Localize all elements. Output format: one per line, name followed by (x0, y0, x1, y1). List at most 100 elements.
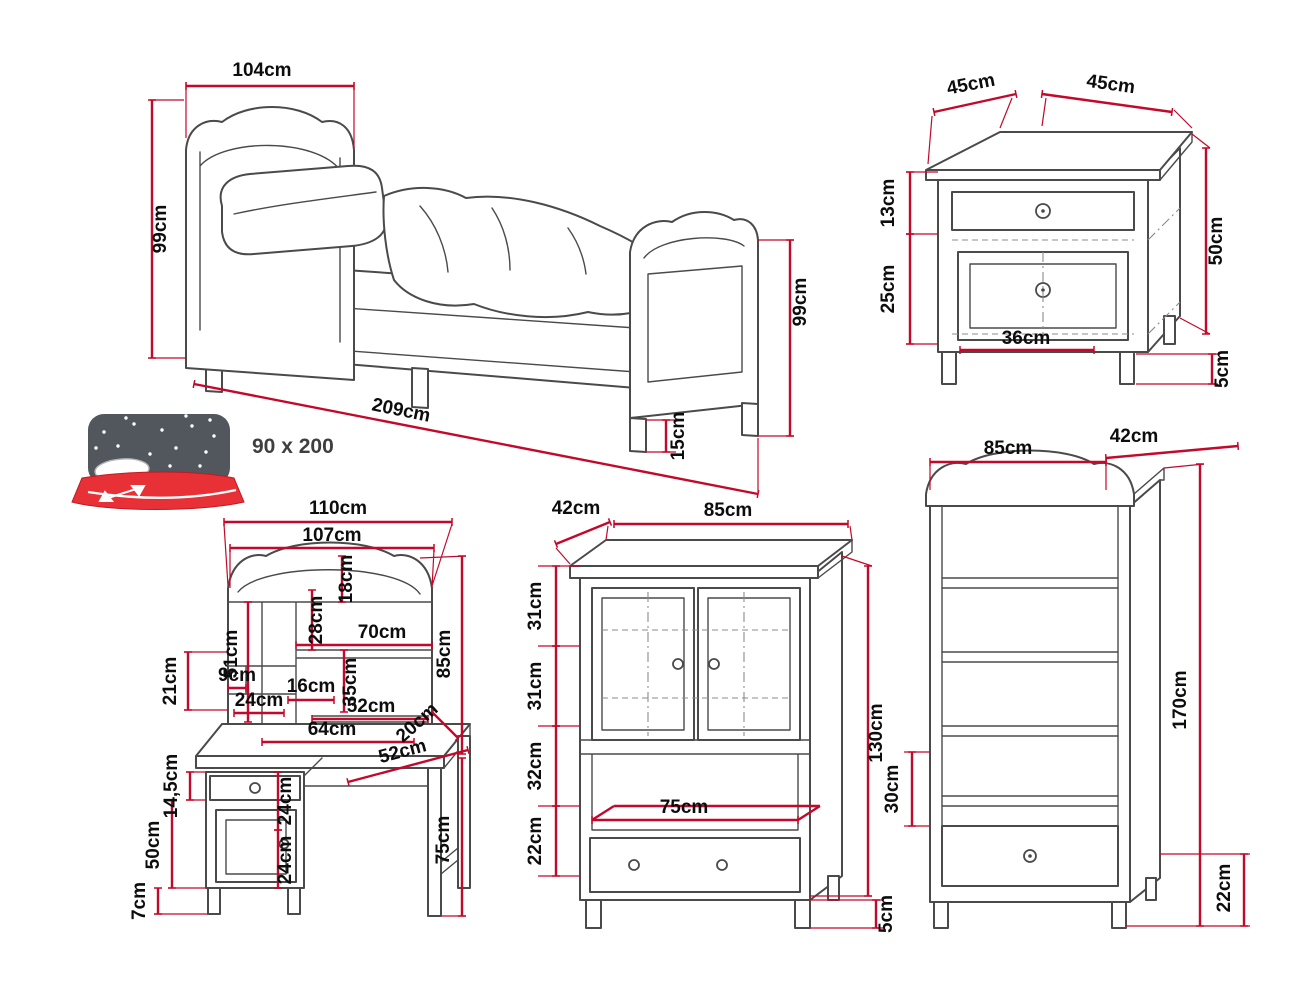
cabinet-door-knob-left (672, 658, 684, 670)
nightstand-diagram: 45cm 45cm 13cm 25cm 50cm 36cm 5cm (878, 70, 1233, 388)
dim-label-cubby-small: 9cm (218, 665, 256, 686)
mattress-size-icon: 90 x 200 (71, 414, 334, 510)
dim-label-lower-shelf-gap: 35cm (340, 658, 361, 707)
dim-label-hutch-side: 51cm (221, 630, 242, 679)
cabinet-door-knob-right (708, 658, 720, 670)
dim-label-cab-depth: 42cm (552, 498, 601, 519)
mattress-size-label: 90 x 200 (252, 435, 334, 458)
footboard (629, 211, 759, 419)
cabinet-axis-lines (647, 592, 745, 736)
dim-label-cab-sec1: 31cm (525, 582, 546, 631)
dim-label-footboard-height: 99cm (790, 278, 811, 327)
cabinet-diagram: 42cm 85cm 31cm 31cm 32cm 22cm 75cm 130cm… (525, 498, 897, 933)
bookcase-extension-lines (904, 462, 1250, 927)
bed-drawing (185, 106, 759, 453)
dim-label-desk-total-width: 110cm (309, 498, 367, 519)
bookcase-legs (933, 877, 1157, 929)
dim-label-ns-inner-width: 36cm (1002, 328, 1051, 349)
cabinet-mid-rails (579, 739, 811, 831)
dim-line-cab-depth (553, 518, 613, 548)
pillow (219, 164, 388, 256)
dim-label-hutch-height: 85cm (434, 630, 455, 679)
cabinet-drawing (569, 539, 853, 929)
dim-label-cab-sec4: 22cm (525, 817, 546, 866)
dim-label-desk-drawer: 14,5cm (161, 754, 182, 818)
dim-label-bc-depth: 42cm (1110, 426, 1159, 447)
dim-label-desk-leg: 7cm (129, 882, 150, 920)
blanket (382, 187, 667, 319)
dim-label-upper-shelf-gap: 28cm (306, 596, 327, 645)
pillow-crease (233, 191, 377, 215)
door-knob-dot (1041, 288, 1045, 292)
dim-line-bc-depth (1104, 441, 1240, 463)
dim-label-bc-height: 170cm (1170, 670, 1191, 729)
dim-label-knee-width: 64cm (308, 719, 357, 740)
pedestal-door-frame (225, 757, 323, 875)
cabinet-drawer-knob-left (628, 859, 640, 871)
nightstand-axis-lines (1042, 207, 1181, 340)
dim-label-ns-door: 25cm (878, 265, 899, 314)
dim-label-cab-width: 85cm (704, 500, 753, 521)
dim-label-lower-shelf-width: 52cm (347, 696, 396, 717)
desk-back-leg (457, 735, 471, 889)
bookcase-diagram: 85cm 42cm 170cm 30cm 22cm (882, 426, 1250, 929)
dim-line-ns-width (1040, 89, 1174, 117)
dim-label-bc-base: 22cm (1214, 864, 1235, 913)
cabinet-side (809, 551, 843, 901)
footboard-details (643, 237, 745, 383)
dim-label-cab-sec2: 31cm (525, 662, 546, 711)
dim-label-desk-height: 75cm (433, 816, 454, 865)
cabinet-dimensions: 42cm 85cm 31cm 31cm 32cm 22cm 75cm 130cm… (525, 498, 897, 933)
cabinet-hidden-shelves (602, 629, 790, 699)
bookcase-drawer-knob-dot (1028, 854, 1032, 858)
dim-label-hutch-width: 107cm (302, 525, 361, 546)
bookcase-drawing (925, 449, 1165, 929)
dim-label-bc-drawer-gap: 30cm (882, 765, 903, 814)
desk-extension-lines (154, 523, 467, 917)
desk-diagram: 110cm 107cm 18cm 28cm 51cm 21cm 70cm 9cm… (129, 498, 471, 920)
dim-label-headboard-height: 99cm (150, 205, 171, 254)
dim-label-cabinet-height: 50cm (143, 821, 164, 870)
nightstand-top (925, 131, 1193, 181)
dim-label-ns-width: 45cm (1085, 71, 1136, 99)
dim-label-shelf-width: 70cm (358, 622, 407, 643)
blanket-folds (419, 205, 587, 275)
cabinet-top-edge (817, 539, 853, 579)
bookcase-dimensions: 85cm 42cm 170cm 30cm 22cm (882, 426, 1250, 927)
dim-label-bed-width: 104cm (232, 60, 291, 81)
icon-mattress (71, 471, 245, 510)
bookcase-crest-edge (1133, 467, 1165, 495)
dim-label-door-upper: 24cm (275, 777, 296, 826)
dim-label-cubby-wide: 24cm (235, 690, 284, 711)
dim-label-crest: 18cm (336, 555, 357, 604)
hutch (227, 541, 433, 725)
dim-label-ns-height: 50cm (1206, 217, 1227, 266)
nightstand-top-edge (1159, 131, 1193, 181)
dim-label-cab-height: 130cm (866, 703, 887, 762)
cabinet-drawer (589, 837, 801, 893)
drawer-knob-dot (1041, 209, 1045, 213)
extend-arrow-icon (98, 485, 146, 502)
dim-label-door-lower: 24cm (275, 836, 296, 885)
dim-label-cubby-mid: 16cm (287, 676, 336, 697)
dim-label-cab-sec3: 32cm (525, 742, 546, 791)
cabinet-door-frames (601, 597, 791, 731)
dim-label-cab-leg: 5cm (876, 895, 897, 933)
dim-label-ns-leg: 5cm (1212, 350, 1233, 388)
pedestal-drawer-knob (249, 782, 261, 794)
dim-label-ns-depth: 45cm (945, 70, 997, 100)
dim-label-side-gap: 21cm (160, 657, 181, 706)
dim-label-bc-width: 85cm (984, 438, 1033, 459)
dim-line-ns-depth (932, 89, 1018, 117)
dim-label-bed-leg: 15cm (668, 412, 689, 461)
dim-line-bed-length (192, 379, 760, 499)
cabinet-drawer-knob-right (716, 859, 728, 871)
nightstand-door-frame (969, 263, 1117, 329)
cabinet-top (569, 539, 853, 579)
dim-label-cab-shelf-width: 75cm (660, 797, 709, 818)
nightstand-drawing (925, 131, 1193, 385)
bed-dimensions: 104cm 99cm 99cm 209cm 15cm (148, 60, 811, 499)
dim-line-desk-depth (346, 745, 470, 787)
